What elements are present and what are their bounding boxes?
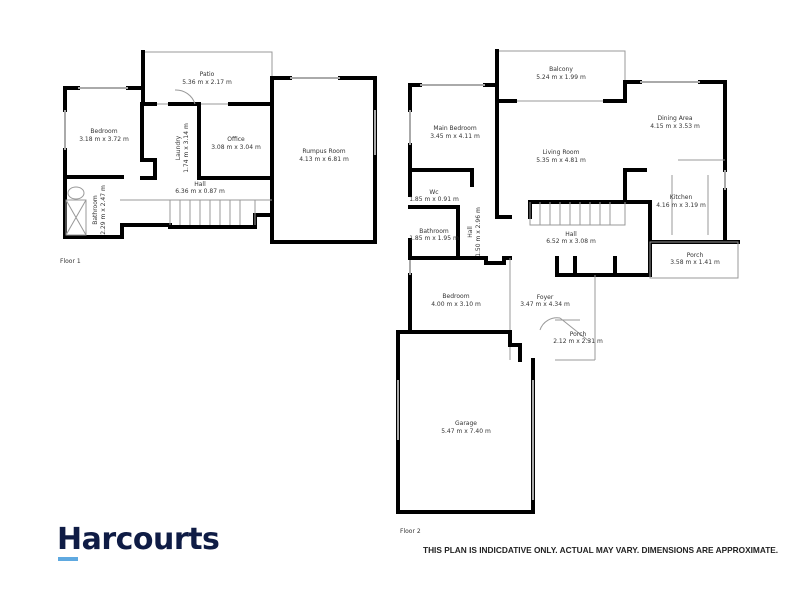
f2-kitchen-size: 4.16 m x 3.19 m bbox=[656, 202, 706, 209]
f2-wc-size: 1.85 m x 0.91 m bbox=[409, 196, 459, 203]
f2-hall-small-size: 1.50 m x 2.96 m bbox=[475, 207, 482, 257]
kitchen-bench bbox=[671, 159, 725, 235]
f2-garage-size: 5.47 m x 7.40 m bbox=[441, 428, 491, 435]
f2-bedroom-name: Bedroom bbox=[442, 293, 469, 300]
f1-rumpus-size: 4.13 m x 6.81 m bbox=[299, 156, 349, 163]
patio-door bbox=[174, 89, 196, 105]
f1-patio-name: Patio bbox=[200, 71, 215, 78]
f1-rumpus-name: Rumpus Room bbox=[302, 148, 345, 155]
f2-main-bedroom-name: Main Bedroom bbox=[433, 125, 477, 132]
f2-porch-rear-name: Porch bbox=[687, 252, 704, 259]
f2-porch-front-size: 2.12 m x 2.31 m bbox=[553, 338, 603, 345]
floor-2-label: Floor 2 bbox=[400, 528, 421, 535]
f2-hall-small-name: Hall bbox=[467, 226, 474, 238]
f2-living-name: Living Room bbox=[543, 149, 580, 156]
f2-balcony-size: 5.24 m x 1.99 m bbox=[536, 74, 586, 81]
f2-hall-size: 6.52 m x 3.08 m bbox=[546, 238, 596, 245]
f2-wc-name: Wc bbox=[429, 189, 438, 196]
floor-2-plan bbox=[396, 49, 740, 514]
shower bbox=[65, 199, 87, 236]
f1-office-size: 3.08 m x 3.04 m bbox=[211, 144, 261, 151]
f2-foyer-size: 3.47 m x 4.34 m bbox=[520, 301, 570, 308]
f2-garage-name: Garage bbox=[455, 420, 477, 427]
f2-dining-name: Dining Area bbox=[657, 115, 692, 122]
toilet bbox=[67, 186, 85, 200]
f1-office-name: Office bbox=[227, 136, 245, 143]
f1-hall-name: Hall bbox=[194, 181, 206, 188]
f1-bathroom-name: Bathroom bbox=[92, 195, 99, 225]
f2-balcony-name: Balcony bbox=[549, 66, 573, 73]
f1-patio-size: 5.36 m x 2.17 m bbox=[182, 79, 232, 86]
f2-main-bedroom-size: 3.45 m x 4.11 m bbox=[430, 133, 480, 140]
f1-hall-size: 6.36 m x 0.87 m bbox=[175, 188, 225, 195]
f1-bedroom-name: Bedroom bbox=[90, 128, 117, 135]
floor-1-plan bbox=[63, 50, 377, 244]
f2-foyer-name: Foyer bbox=[537, 294, 554, 301]
f2-living-size: 5.35 m x 4.81 m bbox=[536, 157, 586, 164]
disclaimer-text: THIS PLAN IS INDICDATIVE ONLY. ACTUAL MA… bbox=[423, 545, 779, 555]
f2-porch-front-name: Porch bbox=[570, 331, 587, 338]
f2-bathroom-size: 1.85 m x 1.95 m bbox=[409, 235, 459, 242]
harcourts-logo: Harcourts bbox=[57, 522, 220, 557]
f1-bathroom-size: 2.29 m x 2.47 m bbox=[100, 185, 107, 235]
logo-accent-bar bbox=[58, 557, 78, 561]
floor-1-label: Floor 1 bbox=[60, 258, 81, 265]
f1-laundry-size: 1.74 m x 3.14 m bbox=[183, 123, 190, 173]
f2-bathroom-name: Bathroom bbox=[419, 228, 449, 235]
f2-porch-rear-size: 3.58 m x 1.41 m bbox=[670, 259, 720, 266]
f2-bedroom-size: 4.00 m x 3.10 m bbox=[431, 301, 481, 308]
f1-bedroom-size: 3.18 m x 3.72 m bbox=[79, 136, 129, 143]
f2-dining-size: 4.15 m x 3.53 m bbox=[650, 123, 700, 130]
f2-hall-name: Hall bbox=[565, 231, 577, 238]
f2-kitchen-name: Kitchen bbox=[670, 194, 693, 201]
f1-laundry-name: Laundry bbox=[175, 135, 182, 160]
